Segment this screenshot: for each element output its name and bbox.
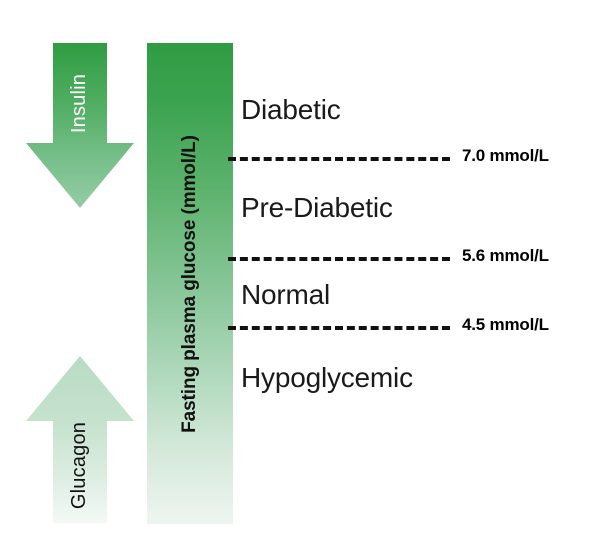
glucose-gradient-column [147,43,233,524]
threshold-value-56: 5.6 mmol/L [462,246,549,265]
glucagon-arrow: Glucagon [26,356,134,523]
threshold-value-45: 4.5 mmol/L [462,315,549,334]
threshold-dashed-line [228,257,450,261]
glucagon-arrow-icon [26,356,134,523]
band-label-pre-diabetic: Pre-Diabetic [241,192,393,223]
threshold-value-7: 7.0 mmol/L [462,146,549,165]
threshold-dashed-line [228,157,450,161]
threshold-dashed-line [228,326,450,330]
insulin-arrow: Insulin [26,43,134,208]
insulin-arrow-icon [26,43,134,208]
band-label-normal: Normal [241,279,331,310]
band-label-hypoglycemic: Hypoglycemic [241,362,413,393]
band-label-diabetic: Diabetic [241,94,341,125]
